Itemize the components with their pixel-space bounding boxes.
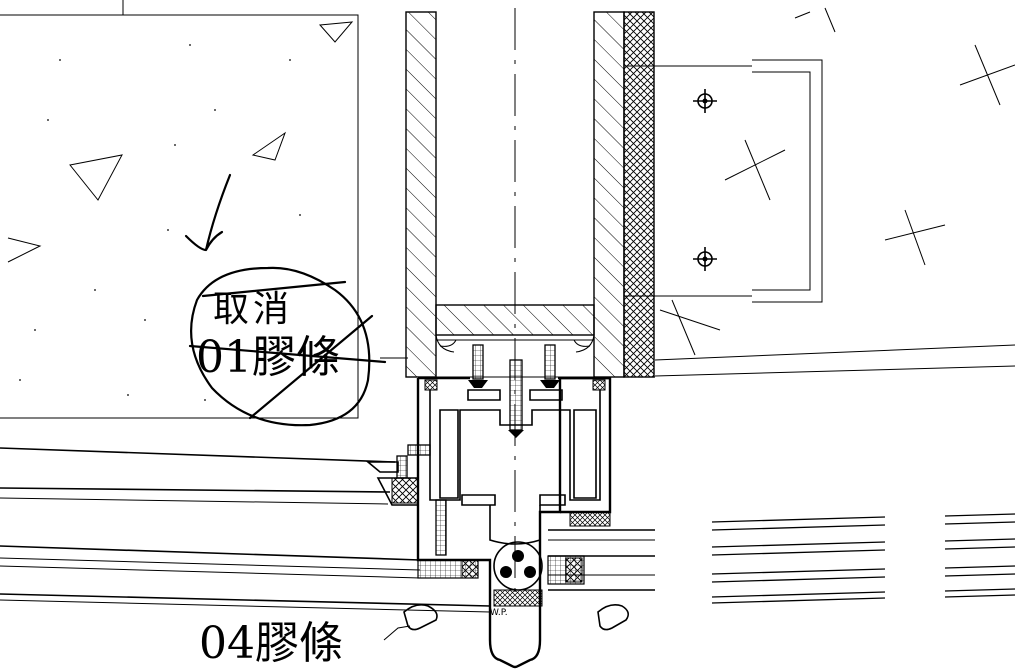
mullion-profile	[416, 376, 612, 669]
glass-panel-right	[547, 513, 1015, 631]
backer-rod	[493, 541, 543, 607]
anchor-bolt-symbol-lower	[693, 247, 717, 271]
cancel-note: 取消	[213, 289, 294, 330]
anchor-screws	[396, 344, 560, 556]
wp-note: W.P.	[490, 608, 508, 618]
concrete-panel-left	[0, 0, 359, 419]
wall-column	[405, 8, 655, 600]
anchor-bolt-symbol-upper	[693, 89, 717, 113]
concrete-right	[625, 7, 1015, 377]
glass-panel-left	[0, 447, 491, 631]
handwritten-markup	[184, 173, 387, 427]
leader-04	[383, 625, 411, 641]
gasket-01-label: 01膠條	[196, 332, 340, 383]
gasket-04-label: 04膠條	[199, 618, 343, 669]
